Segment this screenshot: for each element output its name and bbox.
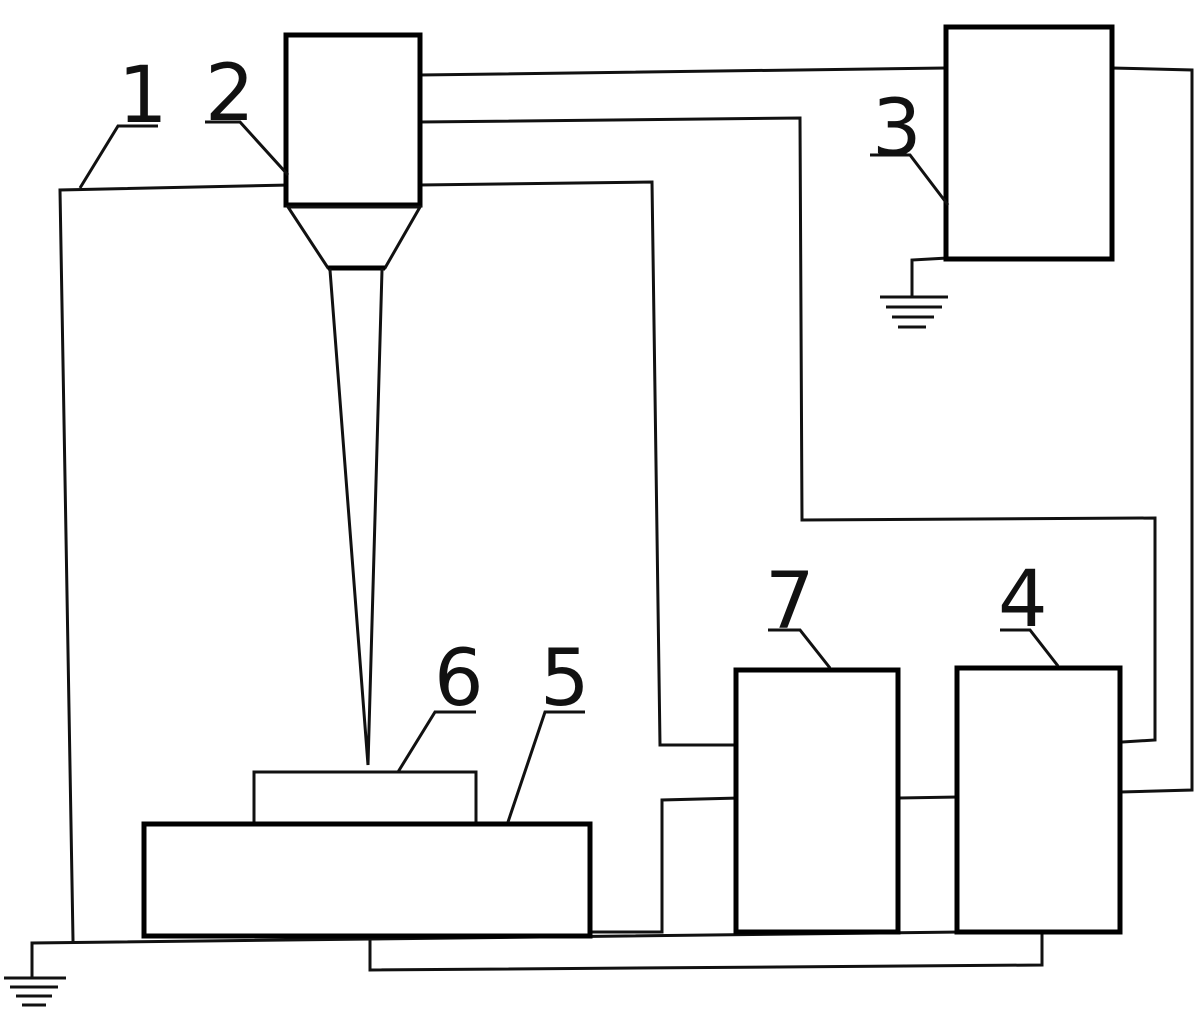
leader-1 [78,124,158,189]
label-5: 5 [540,634,590,724]
wire-source-to-box4 [418,116,1157,744]
ground-symbol-right [880,295,948,329]
leader-7 [768,628,832,669]
leader-3 [870,153,950,206]
beam-source-nozzle [285,205,423,270]
workpiece [252,770,478,826]
label-7: 7 [765,557,815,647]
wire-stage-to-box7 [590,796,740,934]
wire-box3-to-box4-right [1110,66,1194,794]
wire-box3-ground [910,256,950,299]
stage [141,821,593,939]
wire-box7-to-box4 [898,795,959,800]
label-6: 6 [434,634,484,724]
leader-5 [506,710,585,823]
wire-source-to-box7 [418,180,737,747]
box-7 [733,667,901,935]
label-2: 2 [205,49,255,139]
beam-source-body [283,32,423,208]
ground-symbol-left [4,976,66,1007]
wire-bottom-loop [368,930,1044,972]
label-1: 1 [118,51,168,141]
wire-source-to-box3 [418,66,947,77]
frame-wire [58,183,290,942]
wire-bottom-common [30,930,962,977]
label-3: 3 [872,84,922,174]
label-4: 4 [998,555,1048,645]
leader-4 [1000,628,1060,667]
box-3 [943,24,1115,262]
leader-2 [205,120,290,177]
leader-6 [396,710,476,773]
beam-cone [328,268,384,766]
box-4 [954,665,1123,935]
